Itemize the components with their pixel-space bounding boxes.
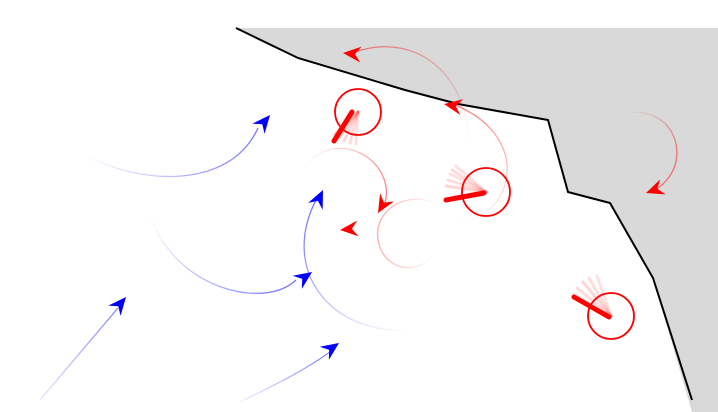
heading-bar	[443, 190, 487, 203]
arrowhead-icon	[378, 193, 394, 213]
region-boundary-line	[235, 27, 693, 401]
heading-fan-icon	[444, 164, 488, 194]
flow-trail	[39, 307, 119, 401]
arrowhead-icon	[646, 179, 666, 195]
flow-arrowheads	[108, 115, 339, 360]
arrowhead-icon	[319, 343, 339, 360]
agent-trail	[598, 111, 678, 191]
agent-marker	[571, 274, 635, 340]
heading-bar	[331, 109, 355, 144]
agent-trail	[377, 198, 447, 269]
arrowhead-icon	[252, 115, 270, 134]
flow-trail	[84, 127, 259, 178]
agent-circle-icon	[334, 88, 382, 136]
flow-trails	[39, 127, 411, 403]
shaded-region	[236, 28, 718, 412]
agent-trail	[444, 104, 508, 224]
arrowhead-icon	[340, 220, 359, 237]
agent-circle-icon	[461, 167, 511, 217]
agent-marker	[331, 88, 382, 146]
arrowhead-icon	[292, 272, 312, 289]
arrowhead-icon	[444, 99, 464, 116]
flow-trail	[149, 214, 297, 294]
agent-trail	[354, 46, 469, 146]
agent-arrowheads	[340, 46, 666, 237]
agent-circle-icon	[587, 292, 635, 340]
agent-trail	[299, 147, 387, 207]
flow-trail	[303, 199, 411, 331]
heading-bar	[571, 294, 612, 320]
flow-trail	[239, 351, 331, 403]
arrowhead-icon	[108, 297, 126, 316]
heading-fan-icon	[333, 110, 360, 146]
arrowhead-icon	[343, 46, 362, 63]
agent-marker	[443, 164, 511, 217]
arrowhead-icon	[308, 190, 323, 210]
